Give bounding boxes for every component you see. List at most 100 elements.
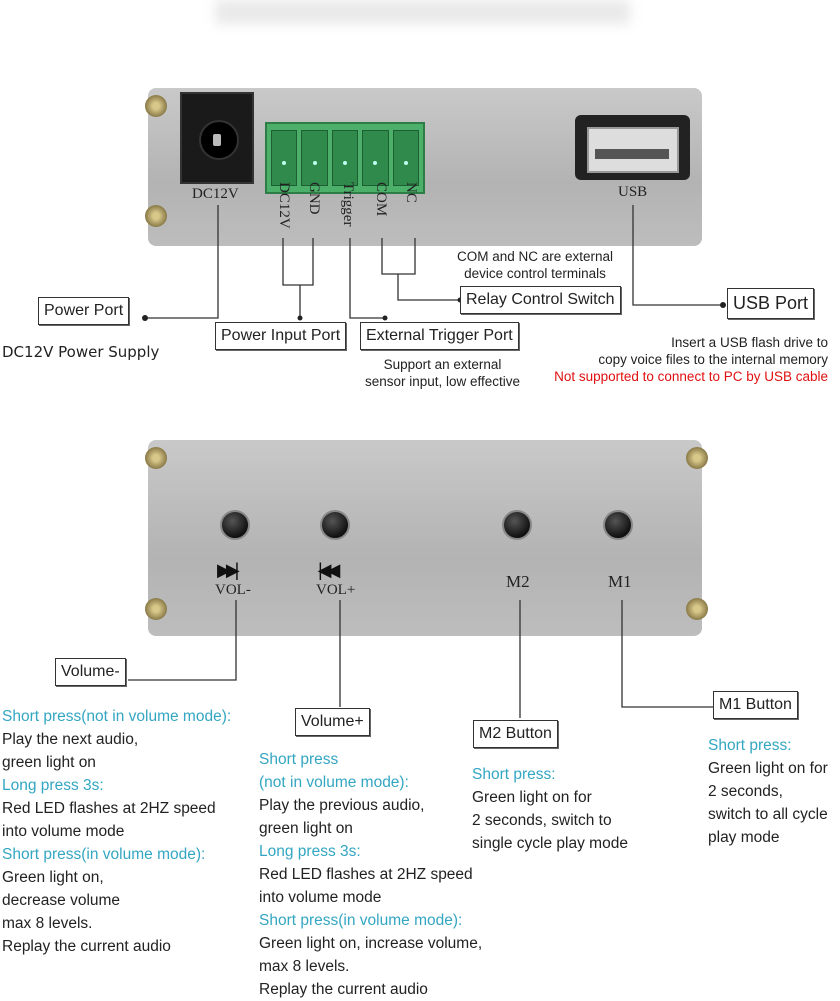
body-text: decrease volume (2, 892, 121, 909)
description-line: (not in volume mode): (259, 771, 482, 794)
description-line: Play the previous audio, (259, 794, 482, 817)
m1-label: M1 (608, 572, 632, 591)
external-trigger-port-label: External Trigger Port (360, 322, 519, 350)
highlight-text: Short press (2, 708, 82, 725)
screw-icon (145, 95, 167, 117)
description-line: into volume mode (259, 886, 482, 909)
description-line: Green light on for (708, 757, 828, 780)
screw-icon (686, 447, 708, 469)
trigger-note-line: Support an external (383, 357, 502, 372)
description-line: switch to all cycle (708, 803, 828, 826)
description-line: green light on (259, 817, 482, 840)
description-line: Green light on, (2, 866, 231, 889)
volume-minus-description: Short press(not in volume mode):Play the… (2, 705, 231, 958)
description-line: Green light on for (472, 786, 628, 809)
previous-track-icon: |◀◀ (318, 560, 340, 580)
description-line: Short press(not in volume mode): (2, 705, 231, 728)
com-nc-note-line: COM and NC are external (456, 249, 614, 264)
description-line: Long press 3s: (2, 774, 231, 797)
m2-button[interactable] (502, 510, 532, 540)
body-text: Play the previous audio, (259, 797, 425, 814)
description-line: decrease volume (2, 889, 231, 912)
body-text: (in volume mode): (81, 846, 206, 863)
highlight-text: Short press: (708, 737, 792, 754)
com-nc-note-line: device control terminals (464, 266, 606, 281)
body-text: switch to all cycle (708, 806, 828, 823)
body-text: green light on (259, 820, 353, 837)
highlight-text: Long press 3s: (259, 843, 361, 860)
usb-warning: Not supported to connect to PC by USB ca… (554, 369, 828, 384)
screw-icon (145, 447, 167, 469)
relay-control-switch-label: Relay Control Switch (460, 286, 621, 314)
description-line: Red LED flashes at 2HZ speed (259, 863, 482, 886)
body-text: (not in volume mode): (81, 708, 232, 725)
blurred-header (215, 0, 630, 24)
body-text: Green light on for (708, 760, 828, 777)
m1-button-label: M1 Button (713, 691, 798, 719)
body-text: play mode (708, 829, 780, 846)
body-text: Green light on, increase volume, (259, 935, 483, 952)
m1-description: Short press: Green light on for 2 seconds,… (708, 734, 828, 849)
highlight-text: Short press (259, 751, 339, 768)
m2-description: Short press: Green light on for 2 seconds,… (472, 763, 628, 855)
description-line: max 8 levels. (259, 955, 482, 978)
description-line: Short press: (472, 763, 628, 786)
body-text: Play the next audio, (2, 731, 139, 748)
highlight-text: (not in volume mode): (259, 774, 409, 791)
m2-button-label: M2 Button (473, 720, 558, 748)
description-line: Short press(in volume mode): (2, 843, 231, 866)
description-line: into volume mode (2, 820, 231, 843)
body-text: 2 seconds, (708, 783, 783, 800)
usb-note-line: copy voice files to the internal memory (598, 352, 828, 367)
m2-label: M2 (506, 572, 530, 591)
description-line: Short press (259, 748, 482, 771)
volume-plus-description: Short press (not in volume mode): Play the… (259, 748, 482, 1001)
description-line: single cycle play mode (472, 832, 628, 855)
description-line: Long press 3s: (259, 840, 482, 863)
vol-minus-button[interactable] (220, 510, 250, 540)
usb-port-label: USB Port (727, 288, 815, 319)
next-track-icon: ▶▶| (217, 560, 239, 580)
screw-icon (145, 598, 167, 620)
description-line: Short press(in volume mode): (259, 909, 482, 932)
dc12v-label: DC12V (192, 186, 239, 202)
body-text: Replay the current audio (259, 981, 428, 998)
description-line: Play the next audio, (2, 728, 231, 751)
screw-icon (145, 205, 167, 227)
body-text: green light on (2, 754, 96, 771)
vol-plus-label: VOL+ (316, 582, 356, 598)
description-line: Red LED flashes at 2HZ speed (2, 797, 231, 820)
vol-plus-button[interactable] (320, 510, 350, 540)
usb-note: Insert a USB flash drive to copy voice f… (554, 334, 828, 385)
description-line: Replay the current audio (2, 935, 231, 958)
trigger-note: Support an external sensor input, low ef… (355, 356, 530, 390)
body-text: Red LED flashes at 2HZ speed (2, 800, 216, 817)
trigger-note-line: sensor input, low effective (364, 374, 521, 389)
body-text: Replay the current audio (2, 938, 171, 955)
highlight-text: Short press (259, 912, 339, 929)
power-input-port-label: Power Input Port (215, 322, 347, 350)
description-line: green light on (2, 751, 231, 774)
power-port-label: Power Port (38, 297, 130, 325)
power-supply-note: DC12V Power Supply (2, 343, 160, 361)
m1-button[interactable] (603, 510, 633, 540)
terminal-block (265, 122, 425, 194)
description-line: Replay the current audio (259, 978, 482, 1001)
description-line: max 8 levels. (2, 912, 231, 935)
usb-note-line: Insert a USB flash drive to (671, 335, 828, 350)
body-text: (in volume mode): (338, 912, 463, 929)
description-line: 2 seconds, (708, 780, 828, 803)
com-nc-note: COM and NC are external device control t… (445, 248, 625, 282)
usb-port-socket (575, 115, 690, 180)
usb-label: USB (618, 184, 648, 200)
description-line: Green light on, increase volume, (259, 932, 482, 955)
body-text: into volume mode (259, 889, 382, 906)
description-line: play mode (708, 826, 828, 849)
body-text: Green light on for (472, 789, 592, 806)
body-text: 2 seconds, switch to (472, 812, 612, 829)
body-text: max 8 levels. (259, 958, 350, 975)
dc-power-jack (180, 92, 254, 184)
description-line: 2 seconds, switch to (472, 809, 628, 832)
highlight-text: Short press (2, 846, 82, 863)
